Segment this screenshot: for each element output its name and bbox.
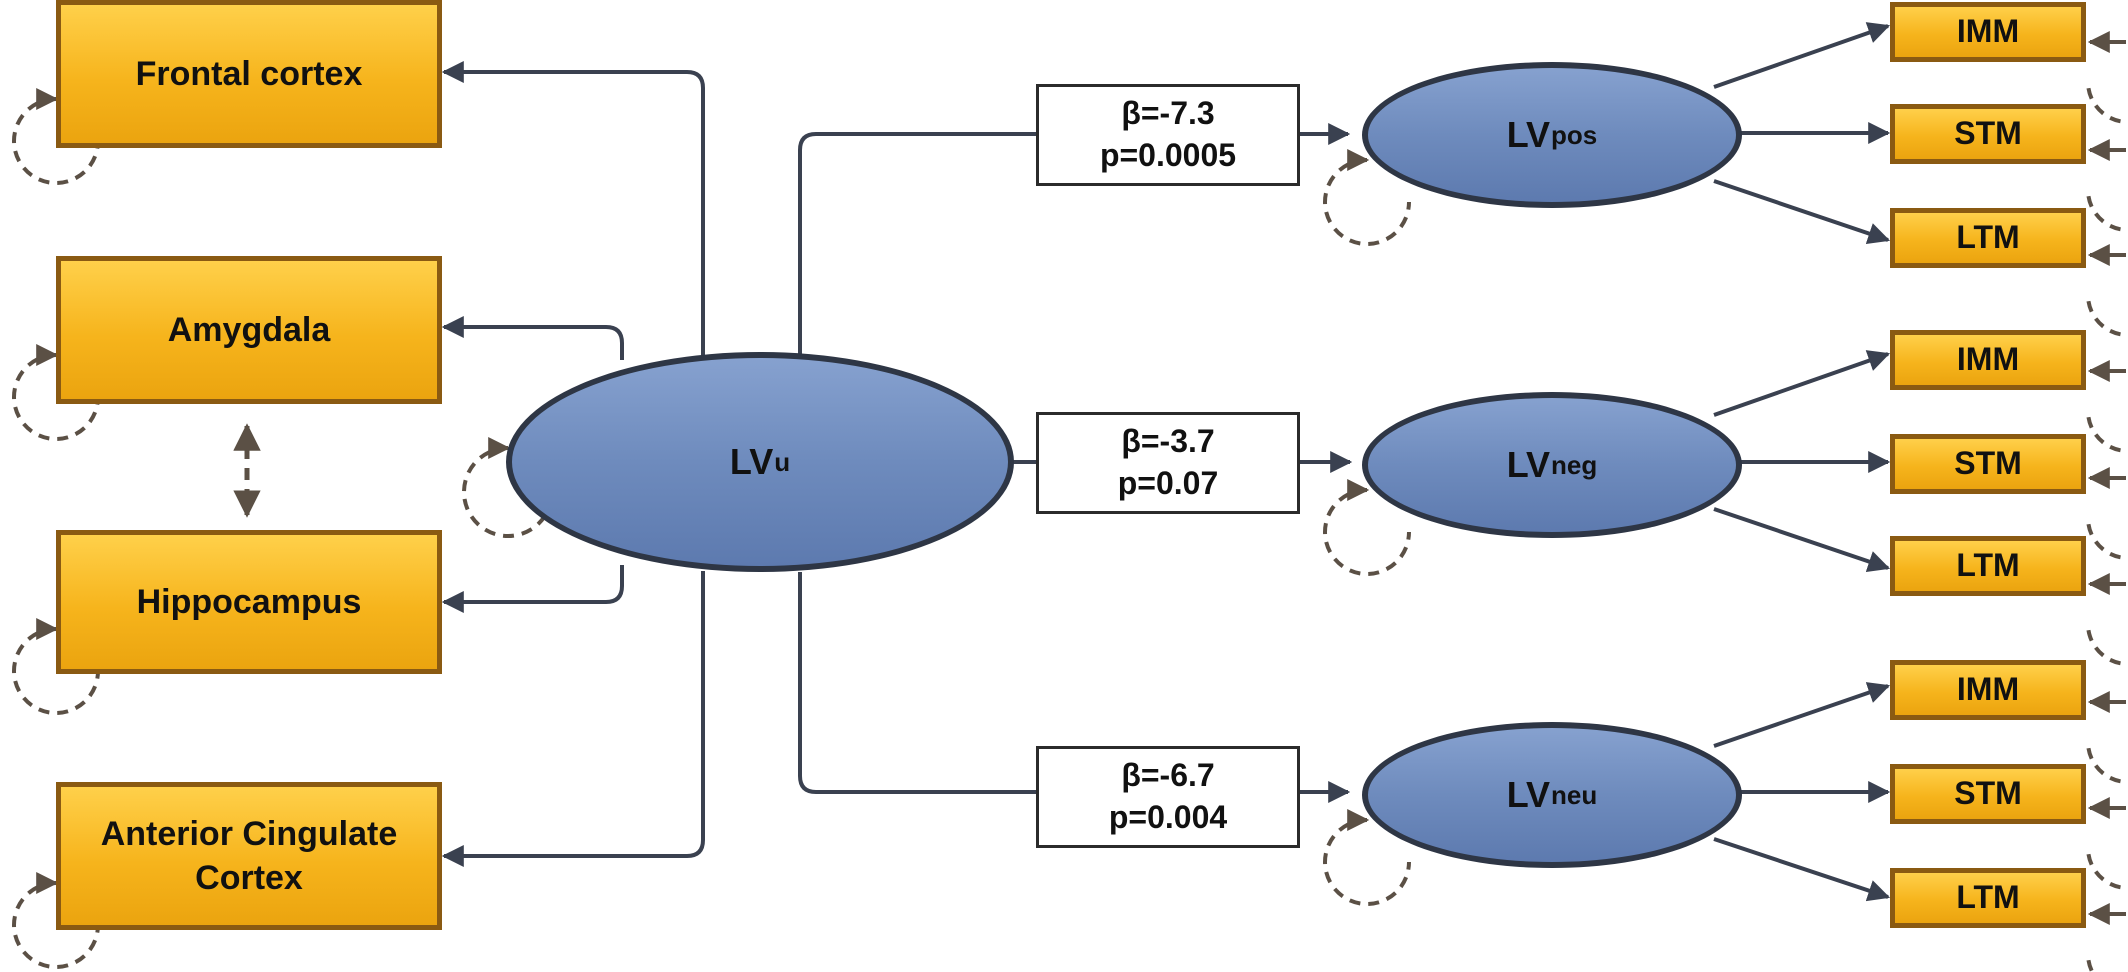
path-lvu-hippocampus <box>441 565 624 613</box>
path-lvu-acc <box>441 571 705 867</box>
error-amygdala <box>12 353 100 441</box>
error-neg-imm <box>2086 371 2128 453</box>
stat-box-neg: β=-3.7 p=0.07 <box>1036 412 1300 514</box>
indicator-neu-ltm: LTM <box>1890 868 2086 928</box>
path-lvu-amygdala <box>441 316 624 360</box>
region-hippocampus: Hippocampus <box>56 530 442 674</box>
latent-lvu-sub: u <box>774 446 791 477</box>
indicator-neg-ltm: LTM <box>1890 536 2086 596</box>
path-lvu-frontal <box>441 61 705 355</box>
indicator-neg-stm: STM <box>1890 434 2086 494</box>
latent-lvneg-main: LV <box>1506 444 1551 485</box>
region-amygdala: Amygdala <box>56 256 442 404</box>
error-neu-ltm <box>2086 914 2128 972</box>
error-neu-stm <box>2086 808 2128 890</box>
error-hippocampus <box>12 627 100 715</box>
error-frontal <box>12 97 100 185</box>
indicator-pos-imm: IMM <box>1890 2 2086 62</box>
error-pos-imm <box>2086 42 2128 124</box>
indicator-pos-stm: STM <box>1890 104 2086 164</box>
stat-pos-beta: β=-7.3 <box>1121 95 1215 132</box>
stat-neu-beta: β=-6.7 <box>1121 757 1215 794</box>
indicator-neu-imm: IMM <box>1890 660 2086 720</box>
latent-lvpos-sub: pos <box>1551 119 1598 150</box>
stat-neg-beta: β=-3.7 <box>1121 423 1215 460</box>
latent-lvneu-main: LV <box>1506 774 1551 815</box>
path-neg-ltm <box>1713 507 1891 573</box>
region-acc-label: Anterior Cingulate Cortex <box>100 814 398 897</box>
region-frontal-cortex: Frontal cortex <box>56 0 442 148</box>
indicator-neg-imm: IMM <box>1890 330 2086 390</box>
path-lvu-pos-in <box>798 132 1036 420</box>
stat-neg-p: p=0.07 <box>1117 465 1219 501</box>
stat-neu-p: p=0.004 <box>1108 799 1228 835</box>
indicator-neu-stm: STM <box>1890 764 2086 824</box>
region-anterior-cingulate-cortex: Anterior Cingulate Cortex <box>56 782 442 930</box>
indicator-pos-ltm: LTM <box>1890 208 2086 268</box>
latent-lvneu-sub: neu <box>1551 779 1598 810</box>
latent-lvpos-main: LV <box>1506 114 1551 155</box>
path-neu-imm <box>1713 682 1891 748</box>
error-lvu <box>462 446 554 538</box>
stat-box-neu: β=-6.7 p=0.004 <box>1036 746 1300 848</box>
path-neu-ltm <box>1713 837 1891 902</box>
error-neg-ltm <box>2086 584 2128 666</box>
stat-box-pos: β=-7.3 p=0.0005 <box>1036 84 1300 186</box>
path-pos-imm <box>1713 22 1891 89</box>
error-neg-stm <box>2086 478 2128 560</box>
error-lvpos <box>1323 158 1411 246</box>
error-lvneg <box>1323 488 1411 576</box>
latent-lvu-main: LV <box>729 441 774 482</box>
path-lvu-neu-in <box>798 572 1036 794</box>
stat-pos-p: p=0.0005 <box>1099 137 1237 173</box>
latent-lvneg-sub: neg <box>1551 449 1598 480</box>
error-pos-stm <box>2086 150 2128 232</box>
error-lvneu <box>1323 818 1411 906</box>
error-neu-imm <box>2086 702 2128 784</box>
error-acc <box>12 881 100 969</box>
path-pos-ltm <box>1713 179 1891 245</box>
path-neg-imm <box>1713 350 1891 417</box>
error-pos-ltm <box>2086 255 2128 337</box>
